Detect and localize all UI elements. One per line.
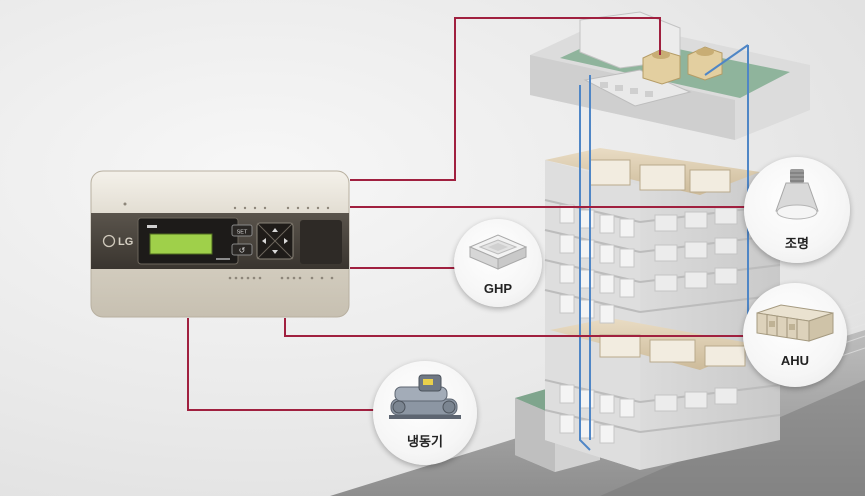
chiller-label: 냉동기 — [407, 434, 443, 449]
ceiling-cassette-icon — [468, 234, 528, 270]
line-to-ahu — [284, 318, 745, 337]
line-to-rooftop — [350, 17, 661, 181]
lcd-screen — [149, 233, 213, 255]
brand-logo: LG — [118, 236, 133, 248]
tower — [544, 148, 781, 470]
up-arrow-icon — [272, 228, 278, 232]
set-key[interactable] — [231, 224, 253, 237]
back-arrow-icon: ↺ — [239, 246, 246, 255]
set-key-label: SET — [237, 230, 248, 236]
ghp-callout: GHP — [454, 219, 542, 307]
chiller-icon — [389, 374, 461, 419]
ahu-label: AHU — [780, 353, 810, 368]
air-handling-unit-icon — [756, 304, 834, 342]
down-arrow-icon — [272, 250, 278, 254]
lighting-callout: 조명 — [744, 157, 850, 263]
ddc-controller: LG SET ↺ — [90, 170, 350, 318]
ghp-label: GHP — [483, 281, 513, 296]
light-bulb-icon — [775, 169, 819, 220]
riser-pipes — [579, 44, 749, 451]
chiller-callout: 냉동기 — [373, 361, 477, 465]
right-arrow-icon — [284, 238, 288, 244]
left-arrow-icon — [262, 238, 266, 244]
rooftop — [530, 11, 810, 140]
rooftop-units — [642, 46, 723, 85]
ahu-callout: AHU — [743, 283, 847, 387]
direction-pad[interactable] — [256, 222, 294, 260]
lg-logo-icon — [102, 234, 116, 248]
connection-lines — [187, 17, 745, 411]
back-key[interactable] — [231, 243, 253, 256]
line-to-chiller — [187, 318, 378, 411]
lighting-label: 조명 — [785, 236, 809, 251]
vent-grille — [300, 220, 342, 264]
